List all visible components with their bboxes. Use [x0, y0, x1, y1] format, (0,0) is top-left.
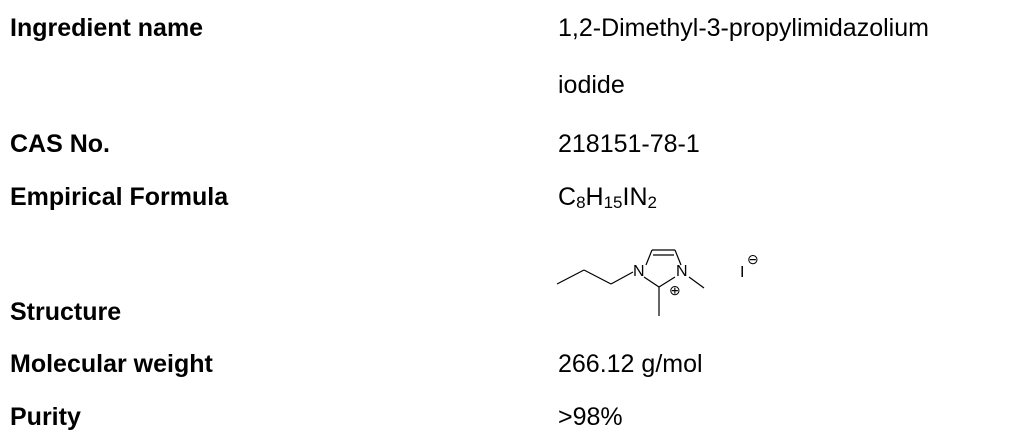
atom-n1: N — [633, 263, 645, 280]
formula-subscript-h: 15 — [603, 193, 623, 212]
iodide-ion-label: I — [740, 264, 744, 281]
molecular-weight-value: 266.12 g/mol — [558, 350, 703, 378]
molecular-weight-label: Molecular weight — [10, 350, 213, 378]
cas-number-value: 218151-78-1 — [558, 130, 700, 158]
propyl-bond-2 — [583, 269, 612, 285]
cas-number-label: CAS No. — [10, 130, 110, 158]
formula-element-in: IN — [622, 183, 648, 211]
formula-subscript-c: 8 — [576, 193, 586, 212]
propyl-bond-3 — [610, 271, 634, 285]
propyl-bond-1 — [556, 269, 585, 285]
ring-bond-n1-c5 — [645, 249, 653, 266]
ingredient-name-value-line1: 1,2-Dimethyl-3-propylimidazolium — [558, 14, 929, 42]
purity-value: >98% — [558, 403, 623, 431]
anion-charge-symbol: ⊖ — [747, 251, 759, 267]
formula-subscript-n: 2 — [647, 193, 657, 212]
formula-element-h: H — [585, 183, 604, 211]
cation-charge-symbol: ⊕ — [669, 282, 681, 298]
structure-diagram: N N ⊕ I ⊖ — [556, 249, 759, 316]
purity-label: Purity — [10, 403, 81, 431]
ring-bond-c2-n3 — [658, 276, 676, 288]
atom-n3: N — [676, 263, 688, 280]
empirical-formula-value: C8H15IN2 — [558, 182, 657, 212]
empirical-formula-label: Empirical Formula — [10, 183, 229, 211]
ingredient-name-value-line2: iodide — [558, 71, 625, 99]
n3-methyl-bond — [688, 276, 705, 289]
ring-bond-n1-c2 — [643, 276, 660, 288]
structure-bonds — [556, 249, 705, 316]
ingredient-name-label: Ingredient name — [10, 14, 204, 42]
formula-element-c: C — [558, 183, 577, 211]
ring-bond-c4-n3 — [674, 249, 682, 266]
structure-label: Structure — [10, 298, 122, 326]
